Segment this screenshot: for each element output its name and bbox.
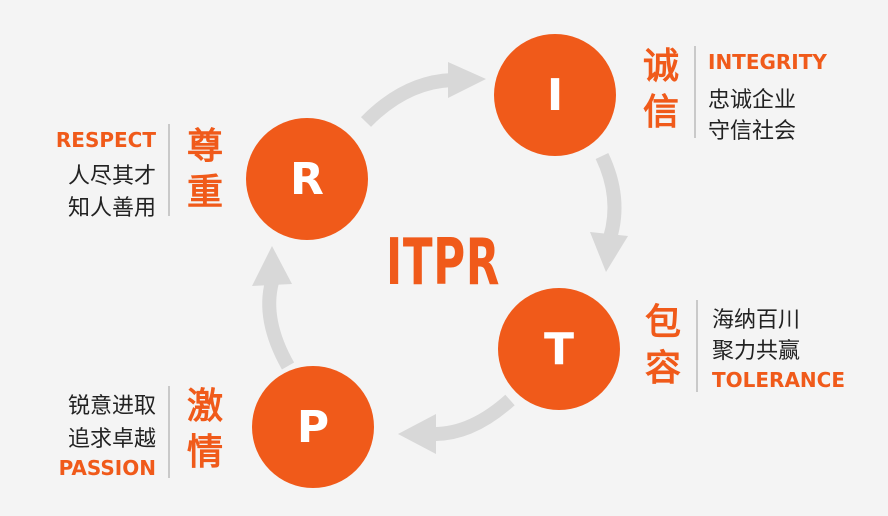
tolerance-zh-title: 包 容 — [642, 300, 684, 392]
circle-p-letter: P — [296, 401, 330, 453]
respect-zh-char-1: 尊 — [186, 126, 223, 167]
tolerance-divider — [696, 300, 698, 392]
arrow-p-to-r-head — [252, 246, 292, 286]
passion-label: PASSION — [58, 456, 156, 480]
integrity-zh-char-1: 诚 — [642, 46, 679, 87]
tolerance-label: TOLERANCE — [712, 368, 846, 392]
diagram-title: ITPR — [386, 226, 501, 300]
integrity-zh-char-2: 信 — [642, 92, 679, 133]
passion-divider — [168, 386, 170, 478]
arrow-i-to-t — [595, 152, 622, 241]
arrow-t-to-p — [429, 394, 515, 442]
integrity-line-1: 忠诚企业 — [708, 88, 797, 113]
passion-zh-title: 激 情 — [184, 384, 226, 476]
passion-zh-char-1: 激 — [186, 386, 223, 427]
circle-p: P — [252, 366, 374, 488]
circle-r: R — [246, 118, 368, 240]
arrow-i-to-t-head — [590, 232, 628, 272]
integrity-label: INTEGRITY — [708, 50, 827, 74]
respect-label: RESPECT — [55, 128, 156, 152]
respect-line-2: 知人善用 — [67, 196, 156, 221]
respect-zh-char-2: 重 — [186, 172, 223, 213]
circle-i-letter: I — [546, 69, 564, 121]
tolerance-zh-char-2: 容 — [644, 348, 681, 389]
circle-i: I — [494, 34, 616, 156]
respect-zh-title: 尊 重 — [184, 124, 226, 216]
integrity-divider — [694, 46, 696, 138]
tolerance-line-2: 聚力共赢 — [712, 339, 801, 364]
integrity-line-2: 守信社会 — [708, 119, 797, 144]
circle-r-letter: R — [290, 153, 324, 205]
circle-t: T — [498, 288, 620, 410]
integrity-zh-title: 诚 信 — [640, 44, 682, 136]
circle-t-letter: T — [543, 323, 574, 375]
respect-line-1: 人尽其才 — [67, 164, 156, 189]
arrow-r-to-i-head — [448, 62, 486, 98]
passion-line-2: 追求卓越 — [67, 427, 156, 452]
tolerance-line-1: 海纳百川 — [712, 308, 801, 333]
arrow-t-to-p-head — [398, 414, 436, 454]
tolerance-zh-char-1: 包 — [644, 302, 681, 343]
respect-divider — [168, 124, 170, 216]
passion-line-1: 锐意进取 — [67, 394, 156, 419]
passion-zh-char-2: 情 — [186, 432, 223, 473]
arrow-r-to-i — [360, 73, 453, 127]
arrow-p-to-r — [262, 280, 295, 370]
